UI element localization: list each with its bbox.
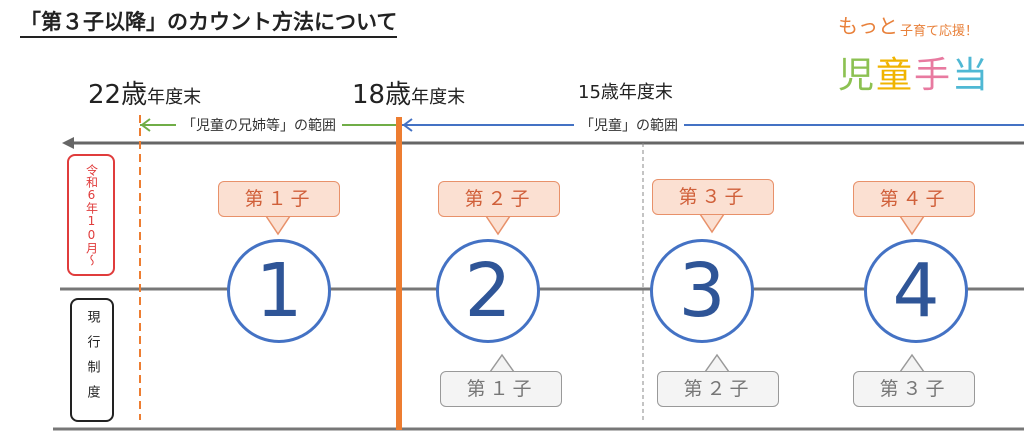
- child-circle-3: 3: [650, 239, 754, 343]
- children-range-label: 「児童」の範囲: [574, 116, 684, 136]
- current-callout-2: 第２子: [657, 371, 779, 407]
- new-callout-1: 第１子: [218, 181, 340, 217]
- new-callout-3: 第３子: [652, 179, 774, 215]
- new-callout-2: 第２子: [438, 181, 560, 217]
- new-system-label: 令和6年10月～: [67, 154, 115, 276]
- age-18-label: 18歳年度末: [352, 80, 466, 110]
- child-circle-4: 4: [864, 239, 968, 343]
- child-circle-1: 1: [227, 239, 331, 343]
- current-callout-3: 第３子: [853, 371, 975, 407]
- age-22-label: 22歳年度末: [88, 80, 202, 110]
- current-system-label: 現行制度: [70, 298, 114, 422]
- child-circle-2: 2: [436, 239, 540, 343]
- logo-top: もっと: [838, 14, 898, 38]
- current-callout-1: 第１子: [440, 371, 562, 407]
- age-15-label: 15歳年度末: [578, 82, 673, 103]
- page-title: 「第３子以降」のカウント方法について: [20, 8, 398, 38]
- new-callout-4: 第４子: [853, 181, 975, 217]
- logo-main: 児童手当: [838, 55, 991, 96]
- siblings-range-label: 「児童の兄姉等」の範囲: [176, 116, 342, 136]
- logo-sub: 子育て応援！: [900, 24, 979, 39]
